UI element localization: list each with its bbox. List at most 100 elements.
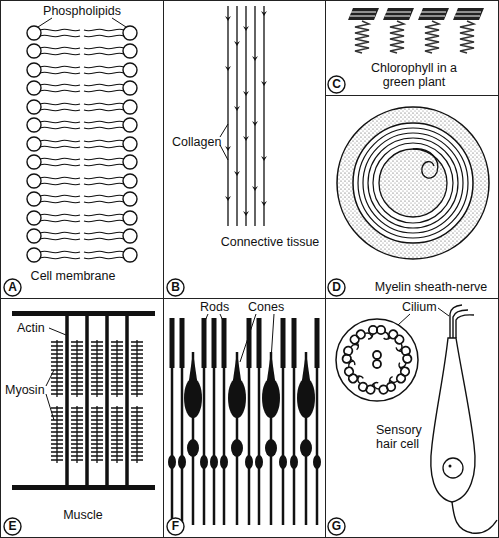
panel-letter: G: [327, 517, 346, 536]
bilayer: [27, 18, 137, 262]
fibre-chevron: [261, 156, 267, 161]
myosin-filament: [111, 406, 123, 463]
part-label: Collagen: [172, 135, 224, 149]
myosin-filament: [91, 340, 103, 397]
rod: [210, 318, 218, 525]
cilia: [450, 305, 474, 338]
panel-letter: B: [166, 278, 185, 297]
badge-circle: [328, 279, 345, 296]
phospholipid: [27, 44, 80, 58]
badge-circle: [4, 518, 21, 535]
panel-letter-text: F: [166, 517, 185, 536]
fibre-chevron: [234, 171, 240, 176]
panel-letter-text: E: [3, 517, 22, 536]
phospholipid: [84, 63, 137, 77]
fibre-chevron: [243, 26, 249, 31]
panel-letter-text: A: [3, 278, 22, 297]
panel-letter-text: B: [166, 278, 185, 297]
chlorophyll-row: [348, 8, 484, 53]
myosin-filament: [71, 406, 83, 463]
myosin-filament: [131, 340, 143, 397]
part-label: Cilium: [402, 300, 446, 314]
fibre-chevron: [225, 16, 231, 21]
panel-caption: Myelin sheath-nerve: [364, 280, 498, 294]
fibre-chevron: [225, 66, 231, 71]
z-disc: [12, 485, 155, 490]
part-label: Rods: [200, 300, 234, 314]
panel-box: CiliumSensory hair cellG: [325, 298, 499, 538]
phospholipid: [84, 192, 137, 206]
panel-caption: Connective tissue: [216, 235, 324, 249]
rod: [168, 318, 176, 525]
axon: [379, 149, 447, 217]
panel-letter: A: [3, 278, 22, 297]
phospholipid: [27, 118, 80, 132]
phospholipid: [84, 81, 137, 95]
badge-circle: [167, 518, 184, 535]
myelin-layer: [358, 128, 468, 238]
badge-circle: [328, 76, 345, 93]
hair-cell-body: [431, 338, 475, 502]
microtubule-doublet: [373, 377, 397, 396]
rod: [178, 318, 186, 525]
fibre-chevron: [261, 81, 267, 86]
central-microtubule: [373, 351, 381, 359]
leader-line: [204, 314, 274, 362]
badge-circle: [4, 279, 21, 296]
cilium-cross-section: [336, 319, 418, 401]
fibre-chevron: [243, 211, 249, 216]
sarcomere: [12, 311, 155, 490]
panel-box: Rods ConesF: [163, 298, 326, 538]
actin-filament: [67, 316, 127, 485]
fibre-chevron: [261, 11, 267, 16]
phospholipid: [84, 100, 137, 114]
rod: [313, 318, 321, 525]
fibre-chevron: [243, 136, 249, 141]
phospholipid: [84, 118, 137, 132]
fibre-chevron: [225, 146, 231, 151]
microtubule-doublet: [342, 343, 359, 366]
panel-letter: E: [3, 517, 22, 536]
nucleus: [443, 458, 463, 478]
microtubule-doublet: [348, 326, 372, 349]
panel-caption: Chlorophyll in a green plant: [364, 61, 464, 89]
fibre-chevron: [252, 121, 258, 126]
fibre-chevron: [252, 186, 258, 191]
fibre-chevron: [225, 196, 231, 201]
phospholipid: [27, 137, 80, 151]
myelin-layer: [353, 123, 473, 243]
part-label: Actin: [17, 321, 57, 335]
panel-box: CollagenConnective tissueB: [163, 0, 326, 299]
phospholipid: [84, 155, 137, 169]
phospholipid: [84, 211, 137, 225]
fibre-chevron: [234, 106, 240, 111]
phospholipid: [27, 174, 80, 188]
badge-circle: [328, 518, 345, 535]
nucleolus: [449, 465, 452, 468]
phospholipid: [84, 174, 137, 188]
phospholipid: [84, 26, 137, 40]
phospholipid: [27, 100, 80, 114]
z-disc: [12, 311, 155, 316]
central-microtubule: [373, 360, 381, 368]
phospholipid: [84, 248, 137, 262]
panel-box: Chlorophyll in a green plantC: [325, 0, 499, 96]
cone: [297, 352, 315, 525]
panel-letter-text: G: [327, 517, 346, 536]
phospholipid: [27, 26, 80, 40]
fibre-chevron: [243, 91, 249, 96]
collagen-fibre: [228, 6, 264, 226]
collagen-fibres: [220, 6, 267, 226]
part-label: Cones: [248, 300, 292, 314]
microtubule-doublet: [342, 360, 364, 384]
panel-box: PhospholipidsCell membraneA: [0, 0, 164, 299]
panel-box: Myelin sheath-nerveD: [325, 95, 499, 299]
myosin-filament: [71, 340, 83, 397]
myelin-layer: [373, 143, 453, 223]
rod: [220, 318, 228, 525]
chlorophyll-molecule: [383, 8, 414, 53]
phospholipid: [27, 248, 80, 262]
mesaxon-loop: [413, 149, 438, 178]
chlorophyll-molecule: [453, 8, 484, 53]
rod: [245, 318, 253, 525]
